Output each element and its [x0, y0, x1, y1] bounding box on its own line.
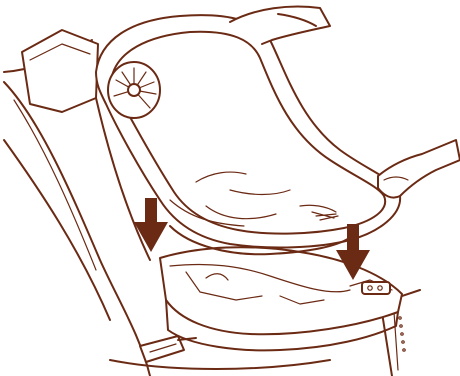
isofix-connector: [140, 336, 196, 362]
hand-right: [378, 140, 460, 198]
isofix-base: [160, 247, 402, 350]
seat-stitching: [399, 317, 405, 351]
child-car-seat: [96, 15, 400, 254]
side-impact-disc: [108, 62, 160, 118]
arrow-down-left-icon: [134, 198, 168, 252]
